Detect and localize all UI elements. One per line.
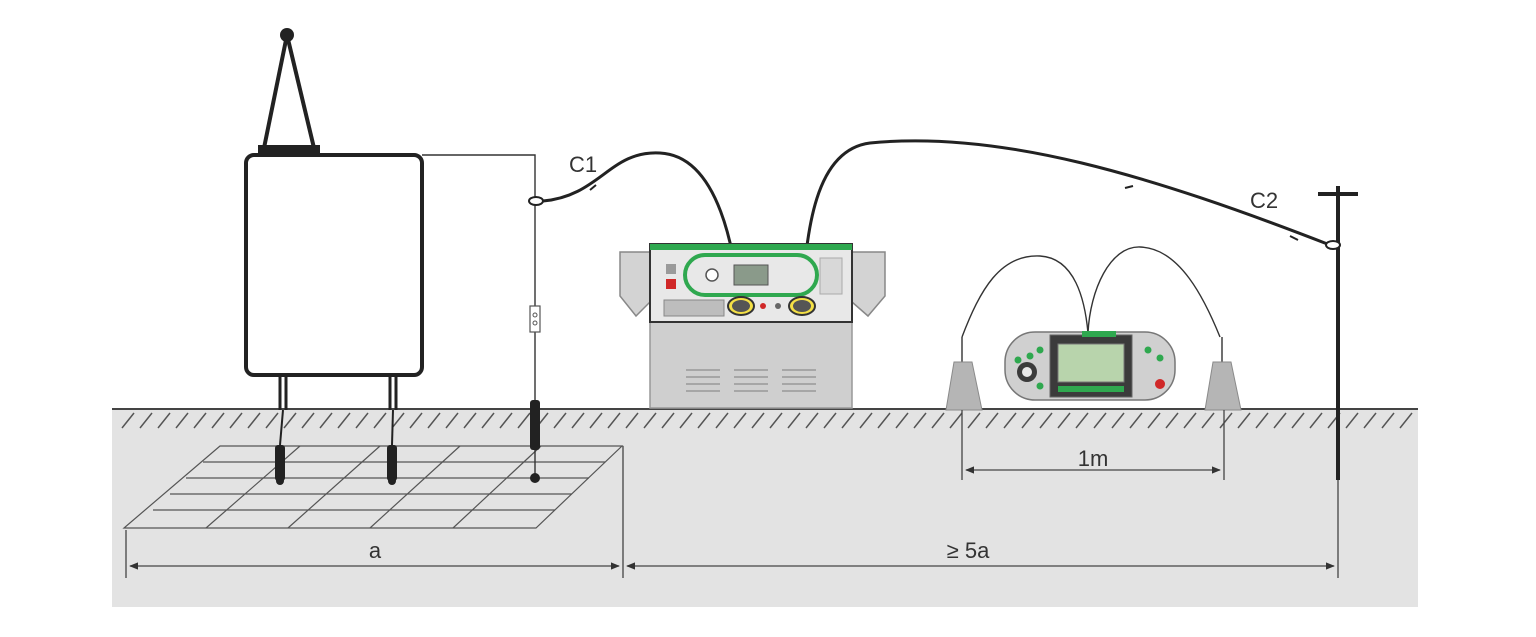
hatch-stroke [427, 412, 441, 429]
transformer [244, 28, 424, 485]
hatch-stroke [391, 412, 405, 429]
probe-spacing-label: 1m [1078, 446, 1109, 471]
earthing-grid [122, 445, 624, 529]
hatch-stroke [553, 412, 567, 429]
ground [112, 408, 1418, 607]
hatch-stroke [1399, 412, 1413, 429]
hatch-stroke [139, 412, 153, 429]
dimension-lines [125, 410, 1339, 578]
hatch-stroke [1345, 412, 1359, 429]
hatch-stroke [877, 412, 891, 429]
hatch-stroke [1129, 412, 1143, 429]
hatch-stroke [715, 412, 729, 429]
hatch-stroke [1291, 412, 1305, 429]
hatch-stroke [571, 412, 585, 429]
hatch-stroke [931, 412, 945, 429]
hatch-stroke [1219, 412, 1233, 429]
hatch-stroke [121, 412, 135, 429]
hatch-stroke [1075, 412, 1089, 429]
hatch-stroke [1237, 412, 1251, 429]
ground-hatching [121, 412, 1413, 429]
hatch-stroke [373, 412, 387, 429]
hatch-stroke [1021, 412, 1035, 429]
dimension-a-label: a [369, 538, 382, 563]
hatch-stroke [1183, 412, 1197, 429]
hatch-stroke [913, 412, 927, 429]
hatch-stroke [805, 412, 819, 429]
hatch-stroke [409, 412, 423, 429]
hatch-stroke [733, 412, 747, 429]
hatch-stroke [247, 412, 261, 429]
hatch-stroke [1309, 412, 1323, 429]
hatch-stroke [1165, 412, 1179, 429]
hatch-stroke [697, 412, 711, 429]
hatch-stroke [823, 412, 837, 429]
hatch-stroke [643, 412, 657, 429]
hatch-stroke [517, 412, 531, 429]
hatch-stroke [949, 412, 963, 429]
hatch-stroke [283, 412, 297, 429]
dimension-5a-label: ≥ 5a [947, 538, 990, 563]
hatch-stroke [175, 412, 189, 429]
hatch-stroke [787, 412, 801, 429]
hatch-stroke [481, 412, 495, 429]
hatch-stroke [1255, 412, 1269, 429]
earth-wire [422, 154, 544, 483]
hatch-stroke [229, 412, 243, 429]
hatch-stroke [1381, 412, 1395, 429]
hatch-stroke [301, 412, 315, 429]
hatch-stroke [1273, 412, 1287, 429]
hatch-stroke [751, 412, 765, 429]
hatch-stroke [1057, 412, 1071, 429]
earth-tester-instrument [619, 243, 886, 409]
hatch-stroke [193, 412, 207, 429]
hatch-stroke [589, 412, 603, 429]
hatch-stroke [1147, 412, 1161, 429]
hatch-stroke [625, 412, 639, 429]
hatch-stroke [355, 412, 369, 429]
hatch-stroke [157, 412, 171, 429]
hatch-stroke [211, 412, 225, 429]
c1-label: C1 [569, 152, 597, 177]
hatch-stroke [1093, 412, 1107, 429]
hatch-stroke [859, 412, 873, 429]
hatch-stroke [1111, 412, 1125, 429]
hatch-stroke [967, 412, 981, 429]
hatch-stroke [985, 412, 999, 429]
probe-wires [961, 246, 1223, 362]
hatch-stroke [895, 412, 909, 429]
potential-probes [945, 361, 1242, 411]
hatch-stroke [1003, 412, 1017, 429]
hatch-stroke [607, 412, 621, 429]
c2-label: C2 [1250, 188, 1278, 213]
hatch-stroke [1039, 412, 1053, 429]
hatch-stroke [841, 412, 855, 429]
current-electrode-c2 [1318, 186, 1358, 480]
hatch-stroke [445, 412, 459, 429]
hatch-stroke [337, 412, 351, 429]
hatch-stroke [1201, 412, 1215, 429]
handheld-tester [1004, 331, 1176, 401]
hatch-stroke [1363, 412, 1377, 429]
hatch-stroke [679, 412, 693, 429]
hatch-stroke [661, 412, 675, 429]
hatch-stroke [265, 412, 279, 429]
hatch-stroke [499, 412, 513, 429]
hatch-stroke [319, 412, 333, 429]
hatch-stroke [463, 412, 477, 429]
hatch-stroke [769, 412, 783, 429]
